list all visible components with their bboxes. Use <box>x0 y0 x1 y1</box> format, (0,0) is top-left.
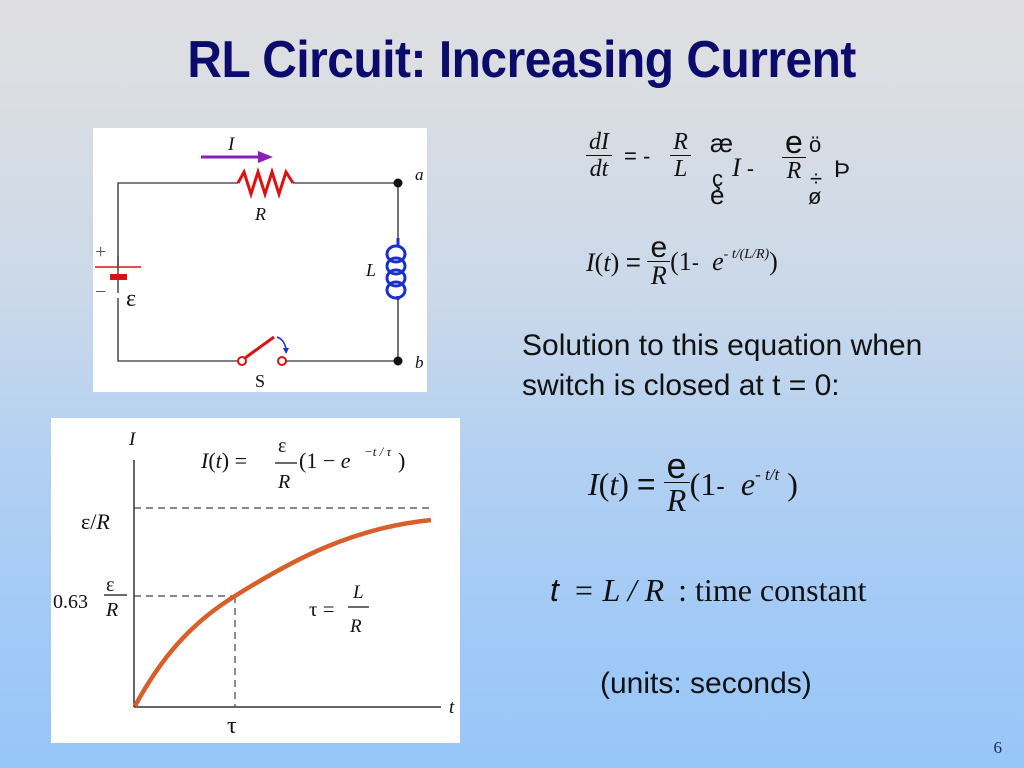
node-a-label: a <box>415 165 424 184</box>
paren-glyph-bot: è <box>710 180 725 210</box>
chart-formula: I(t) = <box>200 448 247 473</box>
chart-svg: I t τ ε/R 0.63 ε R I(t) = ε R (1 − e −t … <box>53 429 455 739</box>
time-constant-definition: t = L / R : time constant <box>550 572 867 608</box>
inductor-label: L <box>365 260 376 280</box>
differential-equation: dI dt = - R L <box>586 129 691 183</box>
plus-label: + <box>95 241 106 263</box>
svg-text:): ) <box>398 448 405 473</box>
paren-close-bot: ø <box>808 184 822 209</box>
svg-text:R: R <box>349 616 362 637</box>
current-label: I <box>227 134 236 155</box>
emf-label: ε <box>126 286 136 312</box>
current-curve <box>133 517 432 708</box>
svg-text:ε: ε <box>106 574 114 596</box>
current-vs-time-chart: I t τ ε/R 0.63 ε R I(t) = ε R (1 − e −t … <box>51 418 460 743</box>
paren-glyph-mid: ç <box>712 166 723 191</box>
node-b-dot <box>393 356 403 366</box>
inductor-icon <box>385 238 407 300</box>
implies-glyph: Þ <box>834 156 851 183</box>
node-b-label: b <box>415 353 424 372</box>
page-number: 6 <box>993 738 1003 757</box>
circuit-diagram: I R L a b + − ε S <box>93 128 427 392</box>
x-axis-label: t <box>449 697 455 718</box>
circuit-svg: I R L a b + − ε S <box>95 134 424 391</box>
resistor-label: R <box>254 204 266 224</box>
eps-over-r-tick: ε/R <box>81 509 110 534</box>
svg-text:R: R <box>277 471 290 493</box>
svg-text:(1 − e: (1 − e <box>299 448 351 473</box>
solution-equation-lr: I(t) = e R (1- e- t/(L/R)) <box>586 231 778 290</box>
063-tick-prefix: 0.63 <box>53 591 88 613</box>
paren-glyph-top: æ <box>710 128 734 158</box>
diff-eq-i-minus: I - <box>732 153 755 182</box>
tau-tick-label: τ <box>227 713 237 739</box>
diff-eq-e-over-r: e R <box>782 126 806 184</box>
solution-equation-tau: I(t) = e R (1- e- t/t ) <box>588 445 798 519</box>
node-a-dot <box>393 178 403 188</box>
tau-annotation: τ = <box>309 597 335 621</box>
resistor-icon <box>236 167 295 199</box>
paren-close-mid: ÷ <box>810 166 823 191</box>
y-axis-label: I <box>128 429 137 450</box>
paren-close-top: ö <box>809 132 822 157</box>
switch-icon <box>237 335 289 366</box>
minus-label: − <box>95 281 106 303</box>
svg-text:ε: ε <box>278 435 286 457</box>
units-note: (units: seconds) <box>600 667 812 700</box>
current-arrow-icon <box>201 151 273 163</box>
battery-icon <box>95 256 141 280</box>
solution-description: Solution to this equation when switch is… <box>522 329 923 402</box>
svg-text:L: L <box>352 582 364 603</box>
svg-text:−t / τ: −t / τ <box>364 444 392 459</box>
switch-label: S <box>255 371 265 391</box>
svg-text:R: R <box>105 599 118 621</box>
slide-title: RL Circuit: Increasing Current <box>187 31 856 89</box>
